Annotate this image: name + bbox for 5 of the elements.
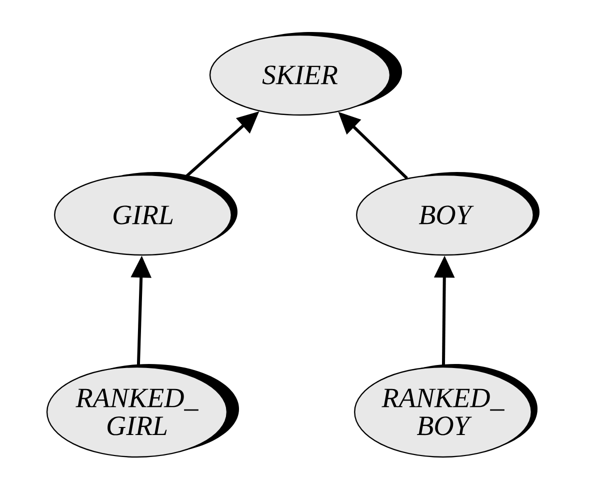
ellipse-node: GIRL — [54, 172, 238, 256]
ellipse-node: SKIER — [209, 32, 402, 116]
ellipse-node: BOY — [356, 172, 540, 256]
ellipse-node: RANKED_ GIRL — [46, 364, 239, 458]
ellipse-node: RANKED_ BOY — [354, 364, 538, 458]
